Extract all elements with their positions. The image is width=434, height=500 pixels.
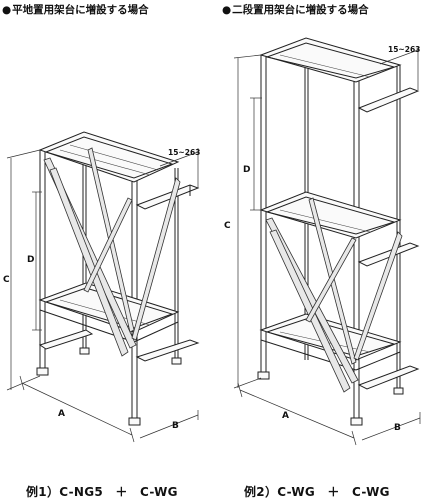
dimension-b-left: B <box>172 421 179 431</box>
left-rack-frame <box>36 131 200 426</box>
dimension-c-left: C <box>3 275 10 285</box>
title-flat-mount: ●平地置用架台に増設する場合 <box>2 2 149 17</box>
right-dimension-lines <box>233 46 421 446</box>
bullet-icon: ● <box>2 4 12 16</box>
dimension-d-right: D <box>243 165 250 175</box>
dimension-b-right: B <box>394 423 401 433</box>
dimension-c-right: C <box>224 221 231 231</box>
dimension-range-right: 15~263 <box>388 45 420 54</box>
title-two-tier-mount-text: 二段置用架台に増設する場合 <box>232 4 369 16</box>
dimension-range-left: 15~263 <box>168 148 200 157</box>
caption-example-1: 例1）C-NG5 ＋ C-WG <box>26 485 178 499</box>
caption-example-2: 例2）C-WG ＋ C-WG <box>244 485 390 499</box>
dimension-a-left: A <box>58 409 65 419</box>
bullet-icon: ● <box>222 4 232 16</box>
title-flat-mount-text: 平地置用架台に増設する場合 <box>12 4 149 16</box>
title-two-tier-mount: ●二段置用架台に増設する場合 <box>222 2 369 17</box>
right-rack-frame <box>257 37 420 426</box>
dimension-a-right: A <box>282 411 289 421</box>
left-dimension-lines <box>6 148 199 443</box>
dimension-d-left: D <box>27 255 34 265</box>
